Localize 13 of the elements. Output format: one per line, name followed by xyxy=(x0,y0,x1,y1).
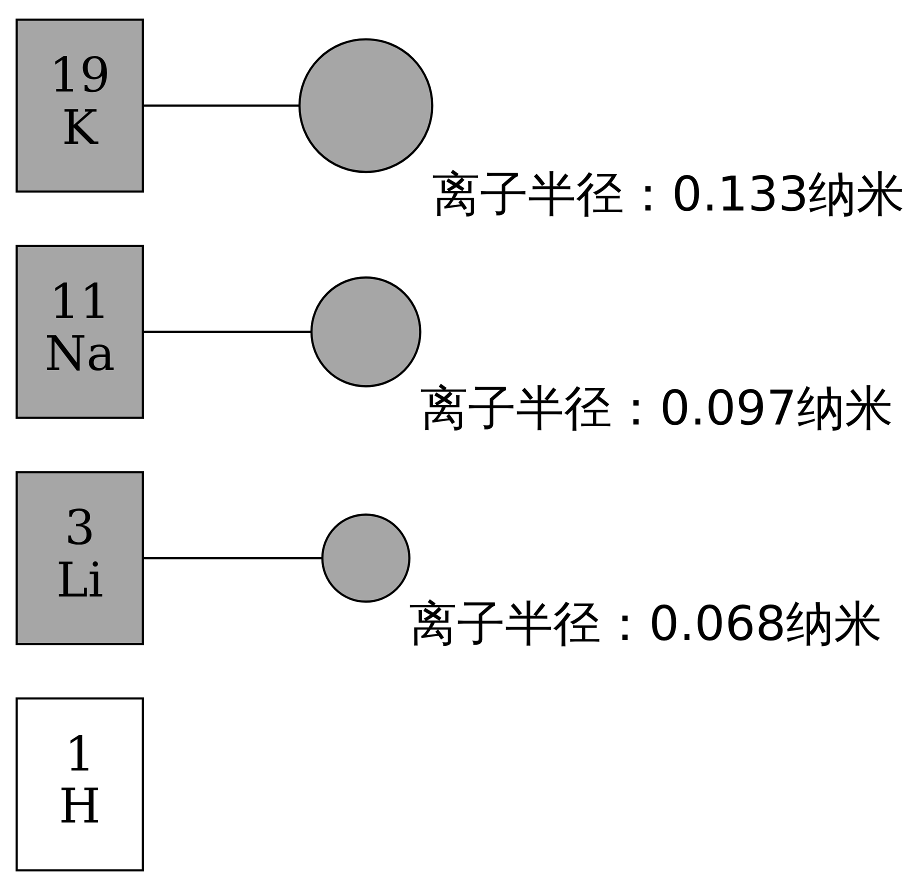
node-box: 11 Na xyxy=(16,244,144,419)
connector xyxy=(143,330,312,333)
connector xyxy=(143,104,299,107)
node-circle xyxy=(310,276,422,388)
node-circle xyxy=(321,514,410,603)
node-circle xyxy=(298,38,434,174)
node-label: 离子半径：0.097纳米 xyxy=(420,382,893,437)
node-box: 3 Li xyxy=(16,471,144,646)
node-box: 19 K xyxy=(16,18,144,193)
node-label: 离子半径：0.133纳米 xyxy=(432,167,905,222)
node-label: 离子半径：0.068纳米 xyxy=(408,596,882,652)
node-box: 1 H xyxy=(16,697,144,872)
connector xyxy=(143,557,322,560)
